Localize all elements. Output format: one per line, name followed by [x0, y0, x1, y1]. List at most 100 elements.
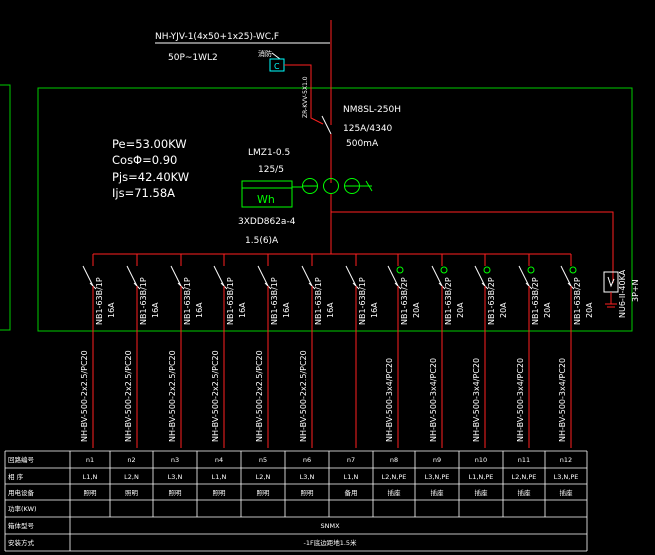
table-cell: 插座	[388, 488, 402, 497]
branch-cable: NH-BV-500-3x4/PC20	[429, 358, 438, 442]
rcd-icon	[483, 266, 491, 274]
adjacent-frame	[0, 84, 11, 331]
box-frame	[37, 87, 633, 332]
breaker-blade	[431, 265, 443, 287]
table-cell: 照明	[125, 489, 139, 497]
breaker-blade	[301, 265, 313, 287]
table-cell: n1	[86, 456, 94, 464]
table-row-label: 用电设备	[8, 488, 35, 497]
breaker-model: NB1-63B/2P	[400, 277, 409, 325]
breaker-model: NB1-63B/2P	[487, 277, 496, 325]
breaker-blade	[560, 265, 572, 287]
breaker-blade	[82, 265, 94, 287]
breaker-current: 16A	[107, 302, 116, 318]
table-cell: L2,N,PE	[382, 473, 407, 481]
table-cell: n6	[303, 456, 311, 464]
spd-feed	[330, 194, 614, 283]
breaker-model: NB1-63B/2P	[531, 277, 540, 325]
breaker-current: 16A	[238, 302, 247, 318]
branch-cable: NH-BV-500-2x2.5/PC20	[211, 350, 220, 442]
breaker-blade	[387, 265, 399, 287]
table-cell: n2	[127, 456, 135, 464]
branch-cable: NH-BV-500-3x4/PC20	[472, 358, 481, 442]
table-cell: n3	[171, 456, 179, 464]
rcd-icon	[396, 266, 404, 274]
incoming-circuit: 50P~1WL2	[168, 53, 218, 63]
breaker-model: NB1-63B/2P	[573, 277, 582, 325]
breaker-model: NB1-63B/1P	[95, 277, 104, 325]
shunt-trip-wire	[284, 64, 324, 125]
current-transformers	[302, 178, 373, 194]
table-cell: 照明	[213, 489, 227, 497]
table-cell: L1,N	[83, 473, 98, 481]
spd-spec: 3P+N	[631, 279, 640, 302]
breaker-current: 20A	[412, 302, 421, 318]
table-cell: L3,N	[300, 473, 315, 481]
breaker-model: NB1-63B/1P	[226, 277, 235, 325]
param-pjs: Pjs=42.40KW	[112, 170, 189, 184]
branch-cable: NH-BV-500-2x2.5/PC20	[255, 350, 264, 442]
breaker-current: 16A	[370, 302, 379, 318]
fire-box-letter: C	[274, 62, 280, 71]
table-cell: L2,N	[256, 473, 271, 481]
breaker-blade	[518, 265, 530, 287]
fire-tag-leader	[271, 52, 281, 60]
table-cell: L1,N	[212, 473, 227, 481]
breaker-current: 16A	[151, 302, 160, 318]
table-cell: L3,N	[168, 473, 183, 481]
table-cell: n10	[475, 456, 487, 464]
table-cell: L3,N,PE	[554, 473, 579, 481]
breaker-current: 20A	[499, 302, 508, 318]
table-cell: L3,N,PE	[425, 473, 450, 481]
param-pe: Pe=53.00KW	[112, 137, 187, 151]
table-cell: L1,N	[344, 473, 359, 481]
breaker-current: 16A	[326, 302, 335, 318]
breaker-model: NB1-63B/1P	[139, 277, 148, 325]
main-breaker-model: NM8SL-250H	[343, 105, 401, 115]
ct-ratio: 125/5	[258, 165, 284, 175]
breaker-model: NB1-63B/1P	[358, 277, 367, 325]
breaker-current: 16A	[195, 302, 204, 318]
table-row-label: 安装方式	[8, 538, 35, 547]
param-ijs: Ijs=71.58A	[112, 186, 175, 200]
breaker-current: 16A	[282, 302, 291, 318]
breaker-current: 20A	[585, 302, 594, 318]
table-cell: n12	[560, 456, 572, 464]
table-cell: L2,N,PE	[512, 473, 537, 481]
table-row-label: 相 序	[8, 472, 24, 481]
table-cell: 插座	[560, 488, 574, 497]
table-cell: 照明	[301, 489, 315, 497]
branch-cable: NH-BV-500-3x4/PC20	[516, 358, 525, 442]
table-row-label: 箱体型号	[8, 521, 35, 530]
breaker-model: NB1-63B/1P	[270, 277, 279, 325]
table-cell: n5	[259, 456, 267, 464]
breaker-blade	[474, 265, 486, 287]
breaker-model: NB1-63B/2P	[444, 277, 453, 325]
breaker-blade	[257, 265, 269, 287]
branch-cable: NH-BV-500-2x2.5/PC20	[80, 350, 89, 442]
spd-model: NU6-II-40KA	[618, 269, 627, 318]
main-breaker-blade	[321, 115, 332, 135]
branch-cable: NH-BV-500-3x4/PC20	[385, 358, 394, 442]
table-cell: 照明	[169, 489, 183, 497]
breaker-blade	[170, 265, 182, 287]
breaker-blade	[345, 265, 357, 287]
main-breaker-leakage: 500mA	[346, 139, 379, 149]
breaker-model: NB1-63B/1P	[183, 277, 192, 325]
table-cell: n7	[347, 456, 355, 464]
table-row-label: 回路编号	[8, 455, 35, 464]
table-cell: 照明	[257, 489, 271, 497]
ct-phase-b	[323, 178, 339, 194]
energy-meter	[241, 180, 293, 208]
